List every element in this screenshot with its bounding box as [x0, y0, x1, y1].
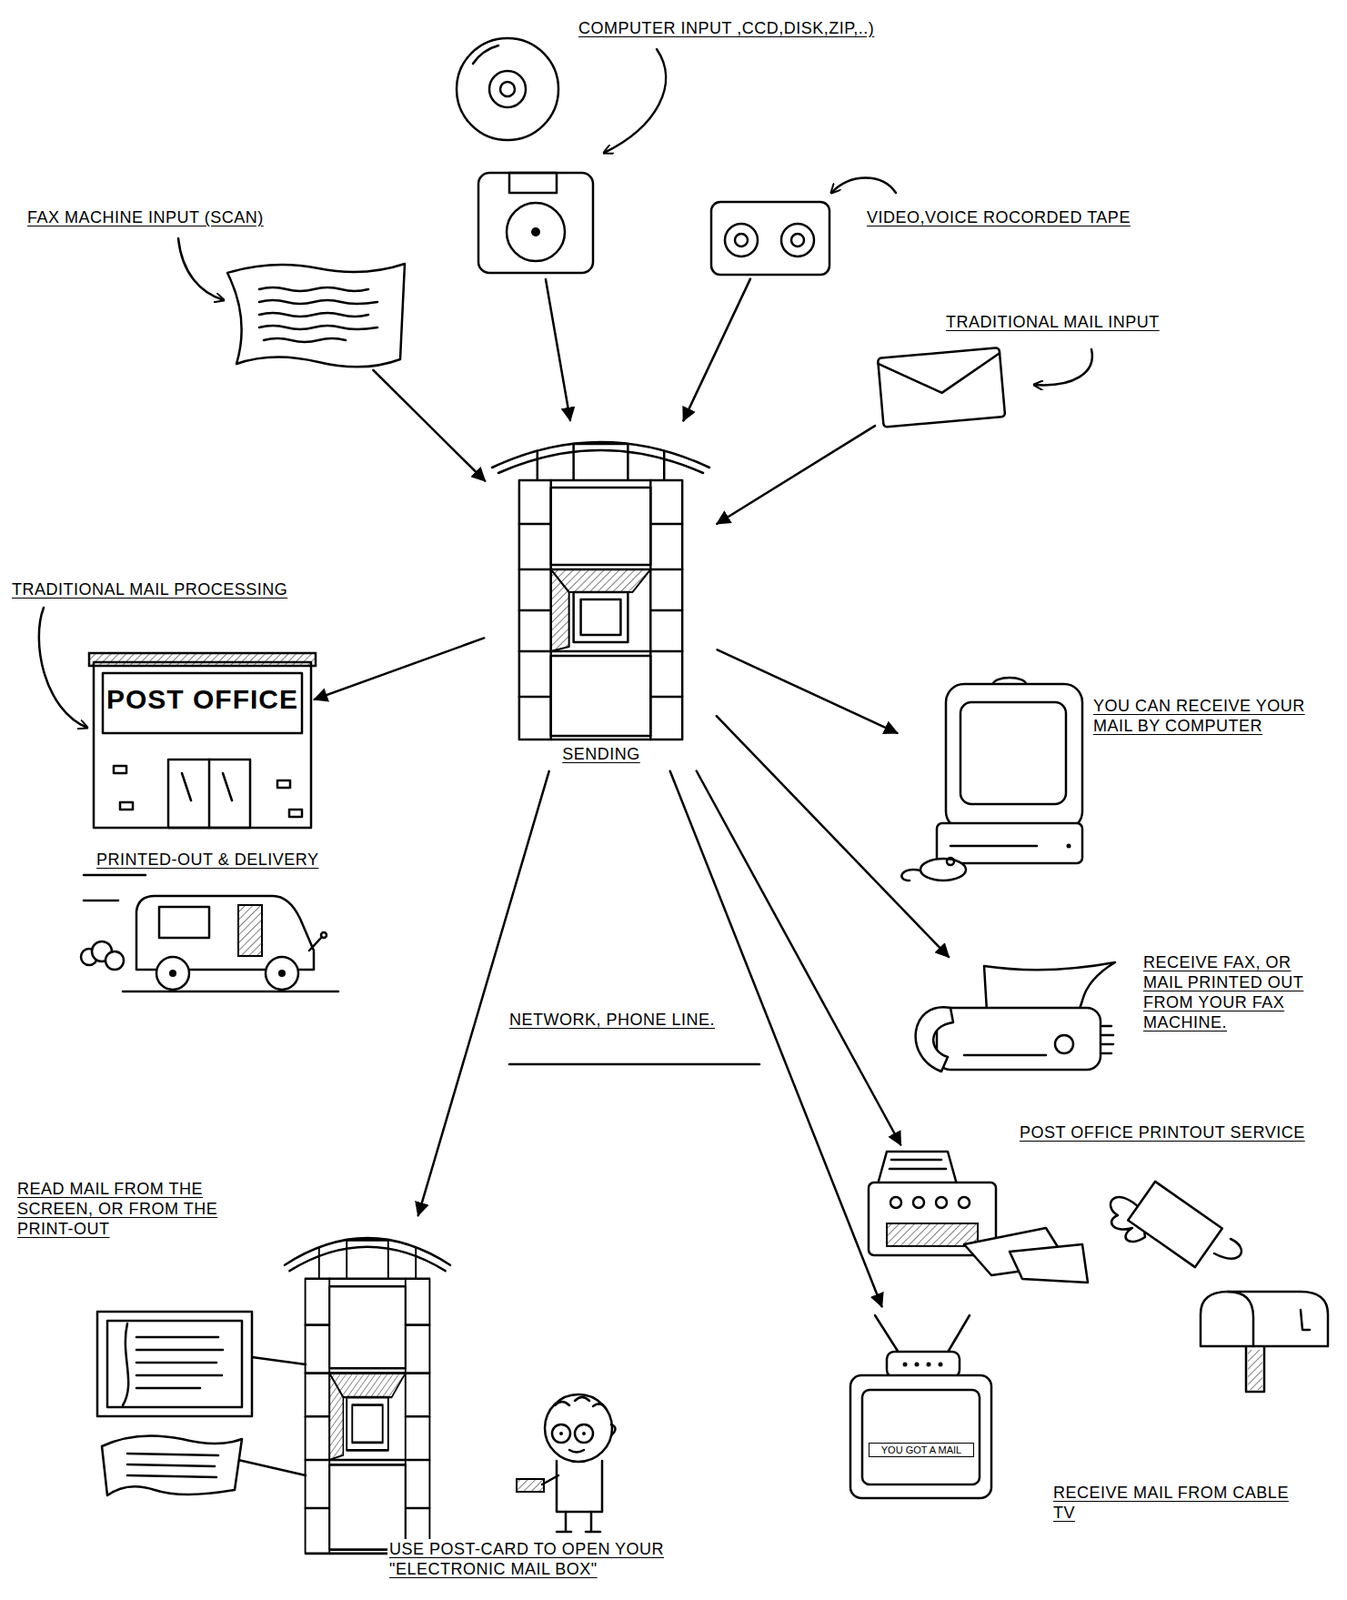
winged-envelope — [1110, 1181, 1242, 1267]
leader-line — [1034, 349, 1093, 385]
sending-kiosk: SENDING — [487, 423, 714, 768]
cd-icon — [456, 38, 559, 141]
delivery-van: PRINTED-OUT & DELIVERY — [76, 882, 342, 996]
flow-arrow — [418, 771, 550, 1216]
computer-icon — [901, 677, 1083, 881]
post-office-icon — [89, 653, 316, 828]
kiosk-icon — [284, 1237, 451, 1554]
leader-line — [831, 178, 896, 194]
disk-icon — [478, 172, 594, 273]
van-icon — [80, 874, 339, 992]
tape-icon — [711, 201, 830, 275]
envelope-node: TRADITIONAL MAIL INPUT — [875, 346, 1006, 424]
caption: FAX MACHINE INPUT (SCAN) — [25, 207, 372, 228]
reading-kiosk: READ MAIL FROM THE SCREEN, OR FROM THE P… — [281, 1218, 454, 1557]
tv-icon — [850, 1315, 992, 1498]
kiosk-icon — [492, 442, 710, 740]
leader-line — [178, 238, 224, 301]
fax-machine-icon — [915, 962, 1116, 1072]
caption: VIDEO,VOICE ROCORDED TAPE — [864, 207, 1247, 228]
fax-input-node: FAX MACHINE INPUT (SCAN) — [219, 254, 409, 368]
flow-arrow — [545, 279, 571, 421]
disk-node: COMPUTER INPUT ,CCD,DISK,ZIP,..) — [474, 168, 597, 276]
tape-node: VIDEO,VOICE ROCORDED TAPE — [707, 199, 833, 276]
sign-text: POST OFFICE — [104, 683, 301, 716]
computer-node: YOU CAN RECEIVE YOUR MAIL BY COMPUTER — [900, 673, 1087, 883]
envelope-icon — [877, 347, 1006, 427]
flow-arrow — [716, 715, 949, 957]
flow-arrow — [683, 279, 751, 422]
leader-line — [603, 49, 666, 153]
tv-node: YOU GOT A MAILRECEIVE MAIL FROM CABLE TV — [846, 1309, 996, 1501]
flow-arrow — [716, 425, 875, 524]
caption: COMPUTER INPUT ,CCD,DISK,ZIP,..) — [576, 18, 1005, 39]
caption: YOU CAN RECEIVE YOUR MAIL BY COMPUTER — [1091, 695, 1333, 736]
caption: RECEIVE FAX, OR MAIL PRINTED OUT FROM YO… — [1141, 952, 1328, 1033]
blank-underline — [509, 1063, 760, 1066]
mailbox — [1200, 1291, 1328, 1392]
post-office: TRADITIONAL MAIL PROCESSINGPOST OFFICE — [93, 653, 312, 827]
screen-text: YOU GOT A MAIL — [868, 1442, 975, 1458]
caption: TRADITIONAL MAIL PROCESSING — [10, 579, 402, 600]
caption: SENDING — [523, 743, 679, 764]
printer-node: POST OFFICE PRINTOUT SERVICE — [864, 1147, 1001, 1257]
flow-arrow — [717, 649, 898, 734]
flow-arrow — [670, 771, 883, 1307]
leader-line — [39, 607, 88, 728]
caption: USE POST-CARD TO OPEN YOUR "ELECTRONIC M… — [387, 1538, 688, 1579]
person-icon — [516, 1394, 616, 1532]
fax-machine-node: RECEIVE FAX, OR MAIL PRINTED OUT FROM YO… — [895, 959, 1120, 1077]
flow-arrow — [314, 637, 484, 699]
person-node: USE POST-CARD TO OPEN YOUR "ELECTRONIC M… — [513, 1393, 679, 1533]
printer-icon — [868, 1151, 1088, 1283]
caption: PRINTED-OUT & DELIVERY — [94, 849, 441, 870]
fax-paper-icon — [227, 263, 405, 367]
screen-panel — [97, 1311, 306, 1417]
blank-underline — [83, 899, 119, 903]
caption: RECEIVE MAIL FROM CABLE TV — [1051, 1482, 1307, 1523]
caption: READ MAIL FROM THE SCREEN, OR FROM THE P… — [15, 1178, 271, 1239]
print-out — [101, 1435, 306, 1496]
network-label: NETWORK, PHONE LINE. — [507, 1009, 717, 1030]
flow-arrow — [696, 771, 902, 1146]
caption: TRADITIONAL MAIL INPUT — [944, 311, 1290, 332]
flow-arrow — [372, 370, 485, 482]
caption: POST OFFICE PRINTOUT SERVICE — [1017, 1122, 1309, 1143]
